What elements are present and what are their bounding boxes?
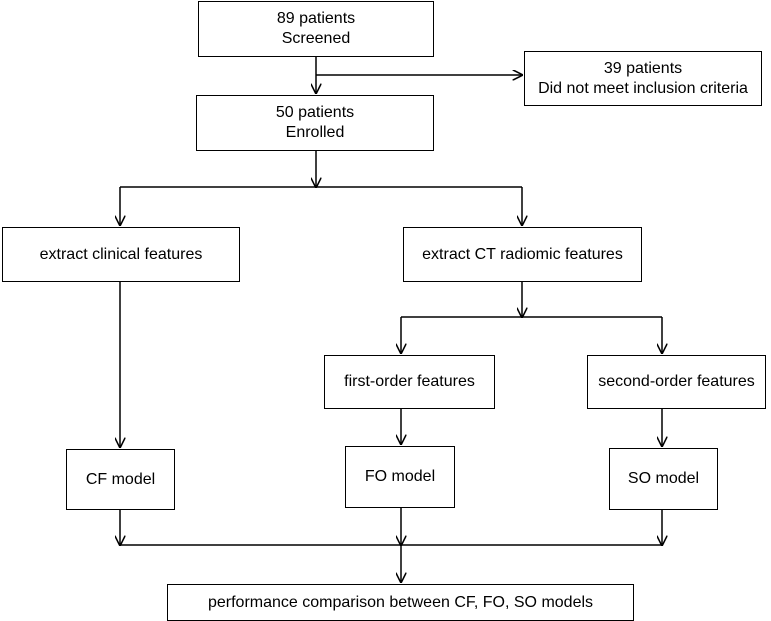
radiomic-features-box: extract CT radiomic features (403, 227, 642, 282)
cf-model-box: CF model (66, 449, 175, 510)
first-order-features-label: first-order features (344, 373, 475, 390)
excluded-box: 39 patients Did not meet inclusion crite… (524, 51, 762, 106)
radiomic-features-label: extract CT radiomic features (422, 245, 623, 263)
comparison-box: performance comparison between CF, FO, S… (167, 584, 634, 621)
second-order-features-label: second-order features (598, 373, 755, 390)
enrolled-label: Enrolled (285, 124, 345, 141)
so-model-box: SO model (609, 448, 718, 510)
clinical-features-label: extract clinical features (39, 245, 203, 263)
fo-model-box: FO model (345, 446, 455, 508)
cf-model-label: CF model (85, 470, 156, 488)
so-model-label: SO model (627, 470, 700, 487)
excluded-count: 39 patients (603, 59, 683, 77)
fo-model-label: FO model (364, 468, 436, 485)
screened-box: 89 patients Screened (198, 1, 434, 57)
excluded-label: Did not meet inclusion criteria (538, 79, 748, 97)
enrolled-count: 50 patients (275, 104, 355, 121)
screened-count: 89 patients (276, 10, 356, 27)
first-order-features-box: first-order features (324, 355, 495, 409)
enrolled-box: 50 patients Enrolled (196, 95, 434, 151)
clinical-features-box: extract clinical features (2, 227, 240, 282)
second-order-features-box: second-order features (587, 355, 766, 409)
comparison-label: performance comparison between CF, FO, S… (207, 593, 594, 611)
screened-label: Screened (281, 30, 351, 47)
